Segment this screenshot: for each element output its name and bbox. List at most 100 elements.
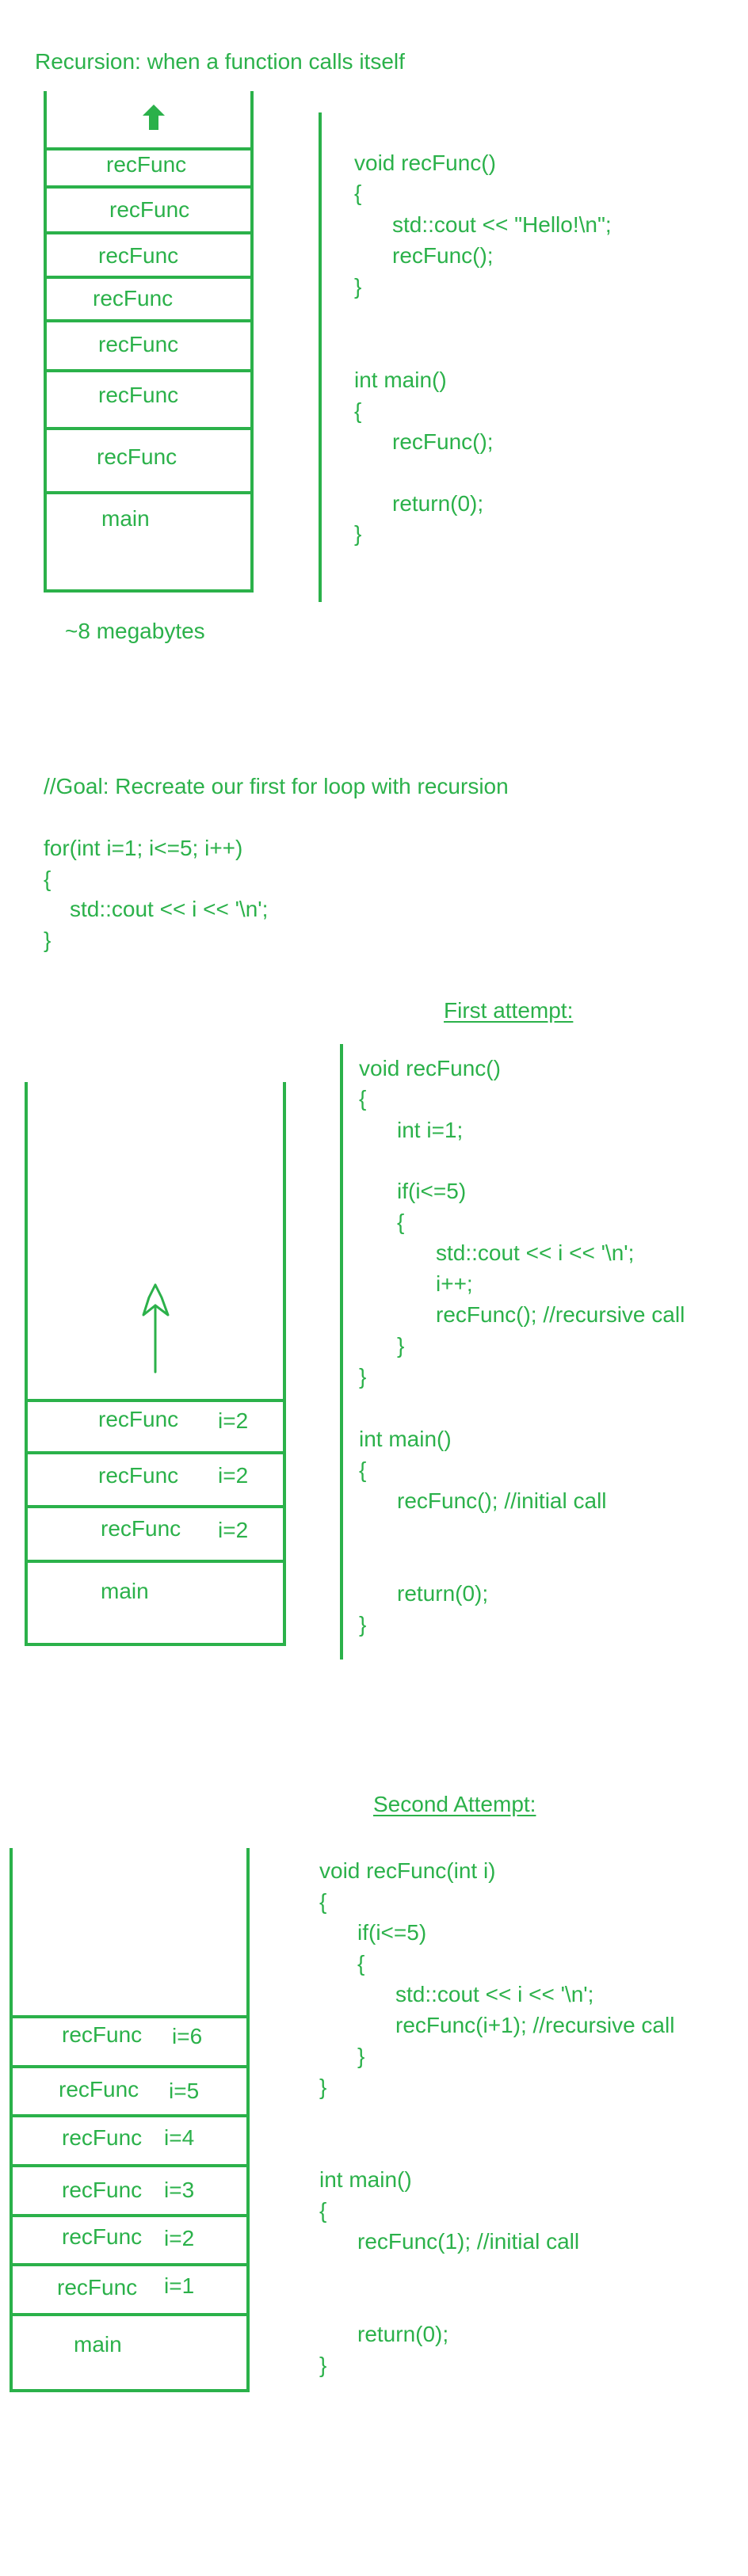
stack4-divider (10, 2114, 250, 2117)
stack1-right-border (250, 91, 254, 593)
up-arrow-icon (143, 105, 165, 130)
stack4-right-border (246, 1848, 250, 2392)
stack4-left-border (10, 1848, 13, 2392)
stack3-divider (25, 1560, 286, 1563)
stack3-divider (25, 1399, 286, 1402)
code4-line: recFunc(1); //initial call (357, 2229, 580, 2254)
stack1-frame-label: recFunc (109, 197, 190, 222)
stack4-bottom-border (10, 2389, 250, 2392)
stack1-bottom-border (44, 589, 254, 593)
stack1-frame-label: recFunc (97, 444, 177, 469)
stack4-divider (10, 2015, 250, 2018)
first-attempt-title: First attempt: (444, 998, 574, 1023)
code4-line: std::cout << i << '\n'; (395, 1982, 594, 2006)
stack3-left-border (25, 1082, 28, 1646)
for-loop-line: std::cout << i << '\n'; (70, 897, 269, 921)
stack1-frame-label: recFunc (93, 286, 174, 311)
code4-line: int main() (319, 2167, 412, 2192)
code4-line: } (319, 2075, 327, 2099)
hand-drawn-up-arrow-icon (142, 1283, 170, 1374)
code1-line: { (354, 398, 362, 423)
code1-line: int main() (354, 368, 447, 392)
stack4-divider (10, 2313, 250, 2316)
stack3-frame-value: i=2 (218, 1408, 249, 1433)
code4-line: { (319, 2198, 327, 2223)
stack1-divider (44, 231, 254, 234)
stack1-divider (44, 147, 254, 151)
stack3-frame-label: recFunc (98, 1463, 179, 1488)
code1-line: } (354, 521, 362, 546)
code4-line: void recFunc(int i) (319, 1858, 496, 1883)
code3-line: { (359, 1086, 367, 1111)
code1-line: { (354, 181, 362, 205)
stack4-frame-value: i=1 (164, 2273, 195, 2298)
for-loop-line: } (44, 928, 52, 952)
code3-line: recFunc(); //recursive call (436, 1302, 685, 1327)
stack1-left-border (44, 91, 47, 593)
stack4-frame-label: recFunc (62, 2178, 143, 2202)
stack3-frame-value: i=2 (218, 1463, 249, 1488)
code3-line: if(i<=5) (397, 1179, 467, 1203)
code3-line: std::cout << i << '\n'; (436, 1240, 635, 1265)
stack4-divider (10, 2164, 250, 2167)
code1-line: recFunc(); (392, 243, 494, 268)
code1-line: recFunc(); (392, 429, 494, 454)
stack4-divider (10, 2214, 250, 2217)
code3-line: recFunc(); //initial call (397, 1488, 607, 1513)
code4-line: { (319, 1889, 327, 1914)
code1-line: return(0); (392, 491, 484, 516)
for-loop-line: for(int i=1; i<=5; i++) (44, 836, 243, 860)
stack3-divider (25, 1505, 286, 1508)
for-loop-line: { (44, 867, 52, 891)
code1-line: std::cout << "Hello!\n"; (392, 212, 612, 237)
stack1-divider (44, 276, 254, 279)
code4-line: } (357, 2044, 365, 2068)
stack1-divider (44, 491, 254, 494)
stack1-divider (44, 369, 254, 372)
stack3-main-label: main (101, 1579, 149, 1603)
stack3-frame-label: recFunc (98, 1407, 179, 1431)
stack4-frame-value: i=3 (164, 2178, 195, 2202)
stack1-frame-label: recFunc (98, 383, 179, 407)
code3-line: } (359, 1612, 367, 1637)
code4-line: { (357, 1951, 365, 1976)
stack1-divider (44, 319, 254, 322)
stack1-main-label: main (101, 506, 150, 531)
code3-line: { (397, 1210, 405, 1234)
stack4-frame-label: recFunc (62, 2125, 143, 2150)
stack3-bottom-border (25, 1643, 286, 1646)
stack4-frame-value: i=2 (164, 2226, 195, 2250)
code4-line: return(0); (357, 2322, 449, 2346)
code3-line: int main() (359, 1427, 452, 1451)
code3-line: int i=1; (397, 1118, 464, 1142)
code4-line: } (319, 2353, 327, 2377)
stack-size-note: ~8 megabytes (65, 619, 205, 643)
stack3-divider (25, 1451, 286, 1454)
stack4-frame-label: recFunc (57, 2275, 138, 2300)
code3-line: } (359, 1364, 367, 1389)
stack3-frame-value: i=2 (218, 1518, 249, 1542)
stack3-frame-label: recFunc (101, 1516, 181, 1541)
stack4-frame-label: recFunc (62, 2022, 143, 2047)
stack4-main-label: main (74, 2332, 122, 2357)
stack4-frame-label: recFunc (59, 2077, 139, 2102)
code4-line: recFunc(i+1); //recursive call (395, 2013, 675, 2037)
stack4-frame-label: recFunc (62, 2224, 143, 2249)
goal-comment: //Goal: Recreate our first for loop with… (44, 774, 509, 798)
code4-line: if(i<=5) (357, 1920, 427, 1945)
second-attempt-title: Second Attempt: (373, 1792, 536, 1816)
code3-line: i++; (436, 1271, 473, 1296)
stack4-frame-value: i=4 (164, 2125, 195, 2150)
stack1-divider (44, 185, 254, 189)
stack1-frame-label: recFunc (106, 152, 187, 177)
stack1-frame-label: recFunc (98, 243, 179, 268)
section1-title: Recursion: when a function calls itself (35, 49, 405, 74)
code3-line: } (397, 1333, 405, 1358)
code1-separator (319, 112, 322, 602)
code3-line: { (359, 1458, 367, 1482)
stack4-frame-value: i=5 (169, 2079, 200, 2103)
code1-line: void recFunc() (354, 151, 496, 175)
stack4-divider (10, 2263, 250, 2266)
code3-line: void recFunc() (359, 1056, 501, 1080)
